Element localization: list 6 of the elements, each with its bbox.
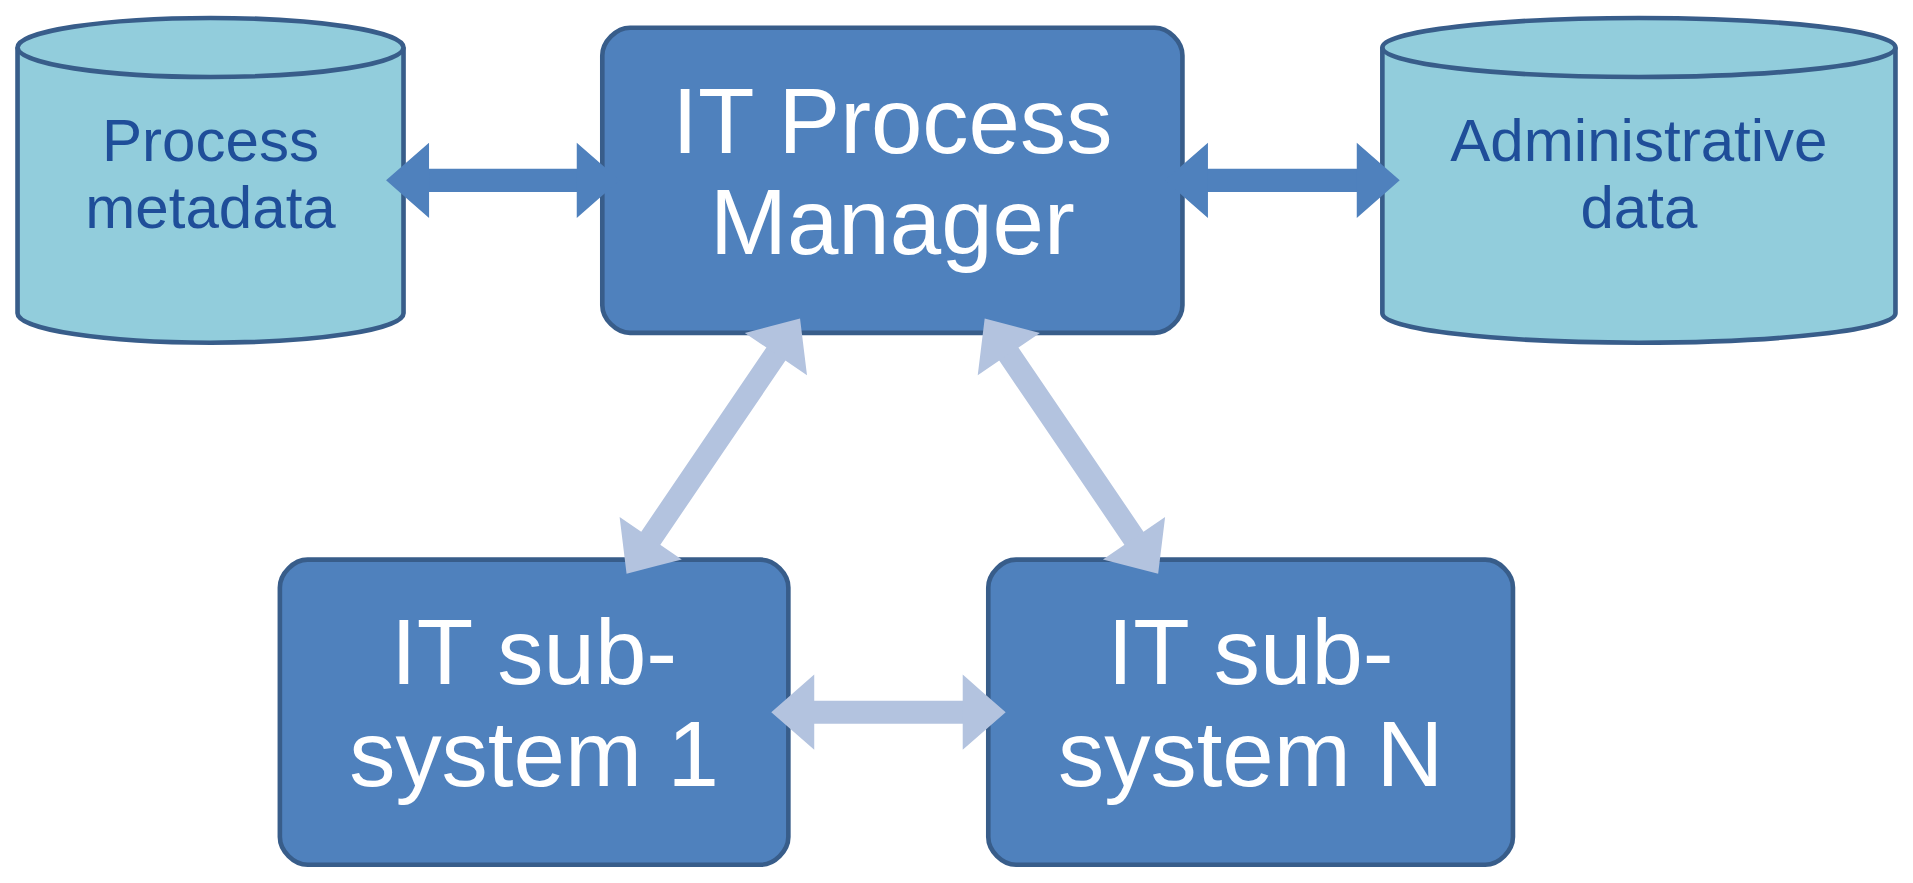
- node-box: IT sub-system 1: [277, 557, 791, 868]
- node-box: IT Process Manager: [600, 25, 1185, 336]
- arrow: [771, 674, 1006, 750]
- arrow: [977, 318, 1166, 574]
- arrow: [619, 318, 807, 574]
- node-box: IT sub-system N: [985, 557, 1516, 868]
